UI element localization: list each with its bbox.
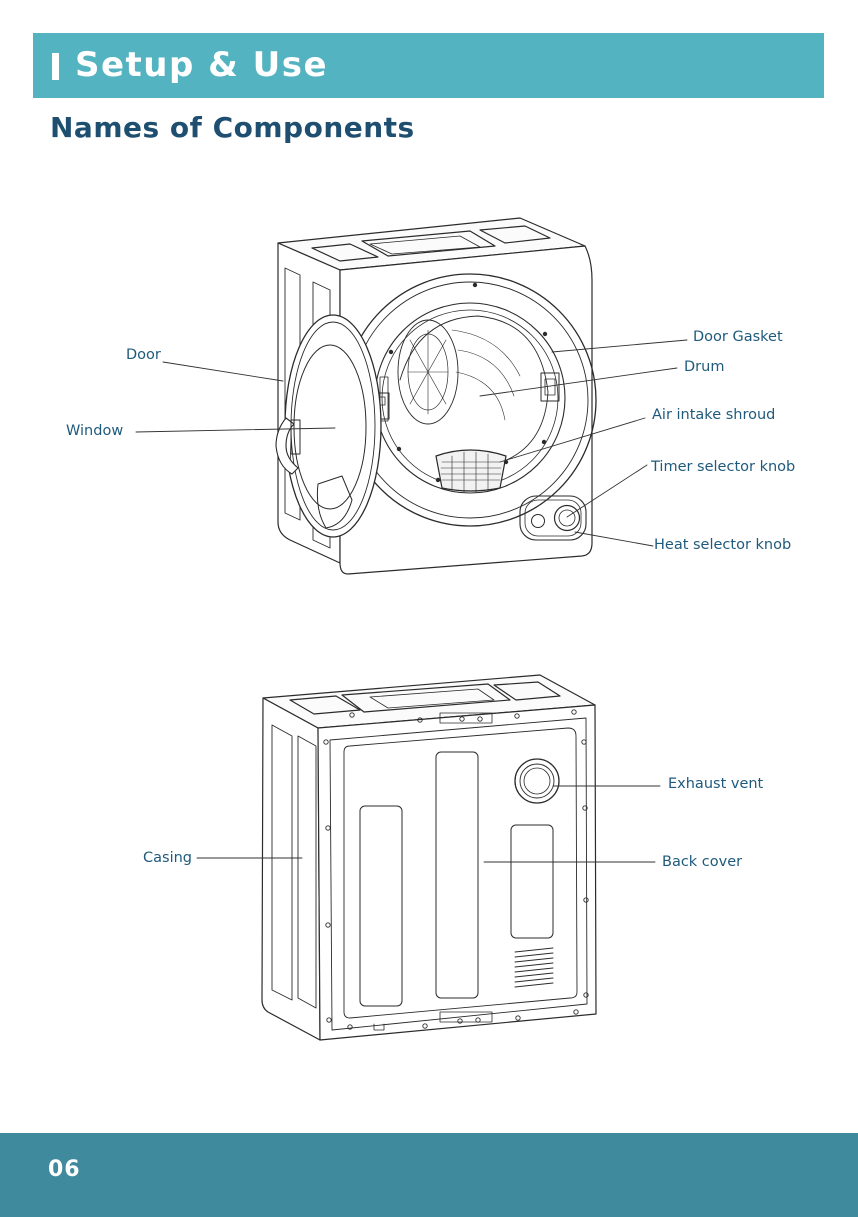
label-door: Door: [126, 346, 161, 364]
label-window: Window: [66, 422, 123, 440]
label-exhaust-vent: Exhaust vent: [668, 775, 763, 793]
label-timer-selector-knob: Timer selector knob: [651, 458, 795, 476]
footer-bar: [0, 1133, 858, 1217]
label-back-cover: Back cover: [662, 853, 742, 871]
label-drum: Drum: [684, 358, 724, 376]
dryer-back-illustration: [262, 675, 596, 1040]
label-air-intake-shroud: Air intake shroud: [652, 406, 775, 424]
dryer-front-illustration: [276, 218, 596, 574]
label-door-gasket: Door Gasket: [693, 328, 783, 346]
label-casing: Casing: [143, 849, 192, 867]
page-number: 06: [48, 1156, 81, 1184]
label-heat-selector-knob: Heat selector knob: [654, 536, 791, 554]
